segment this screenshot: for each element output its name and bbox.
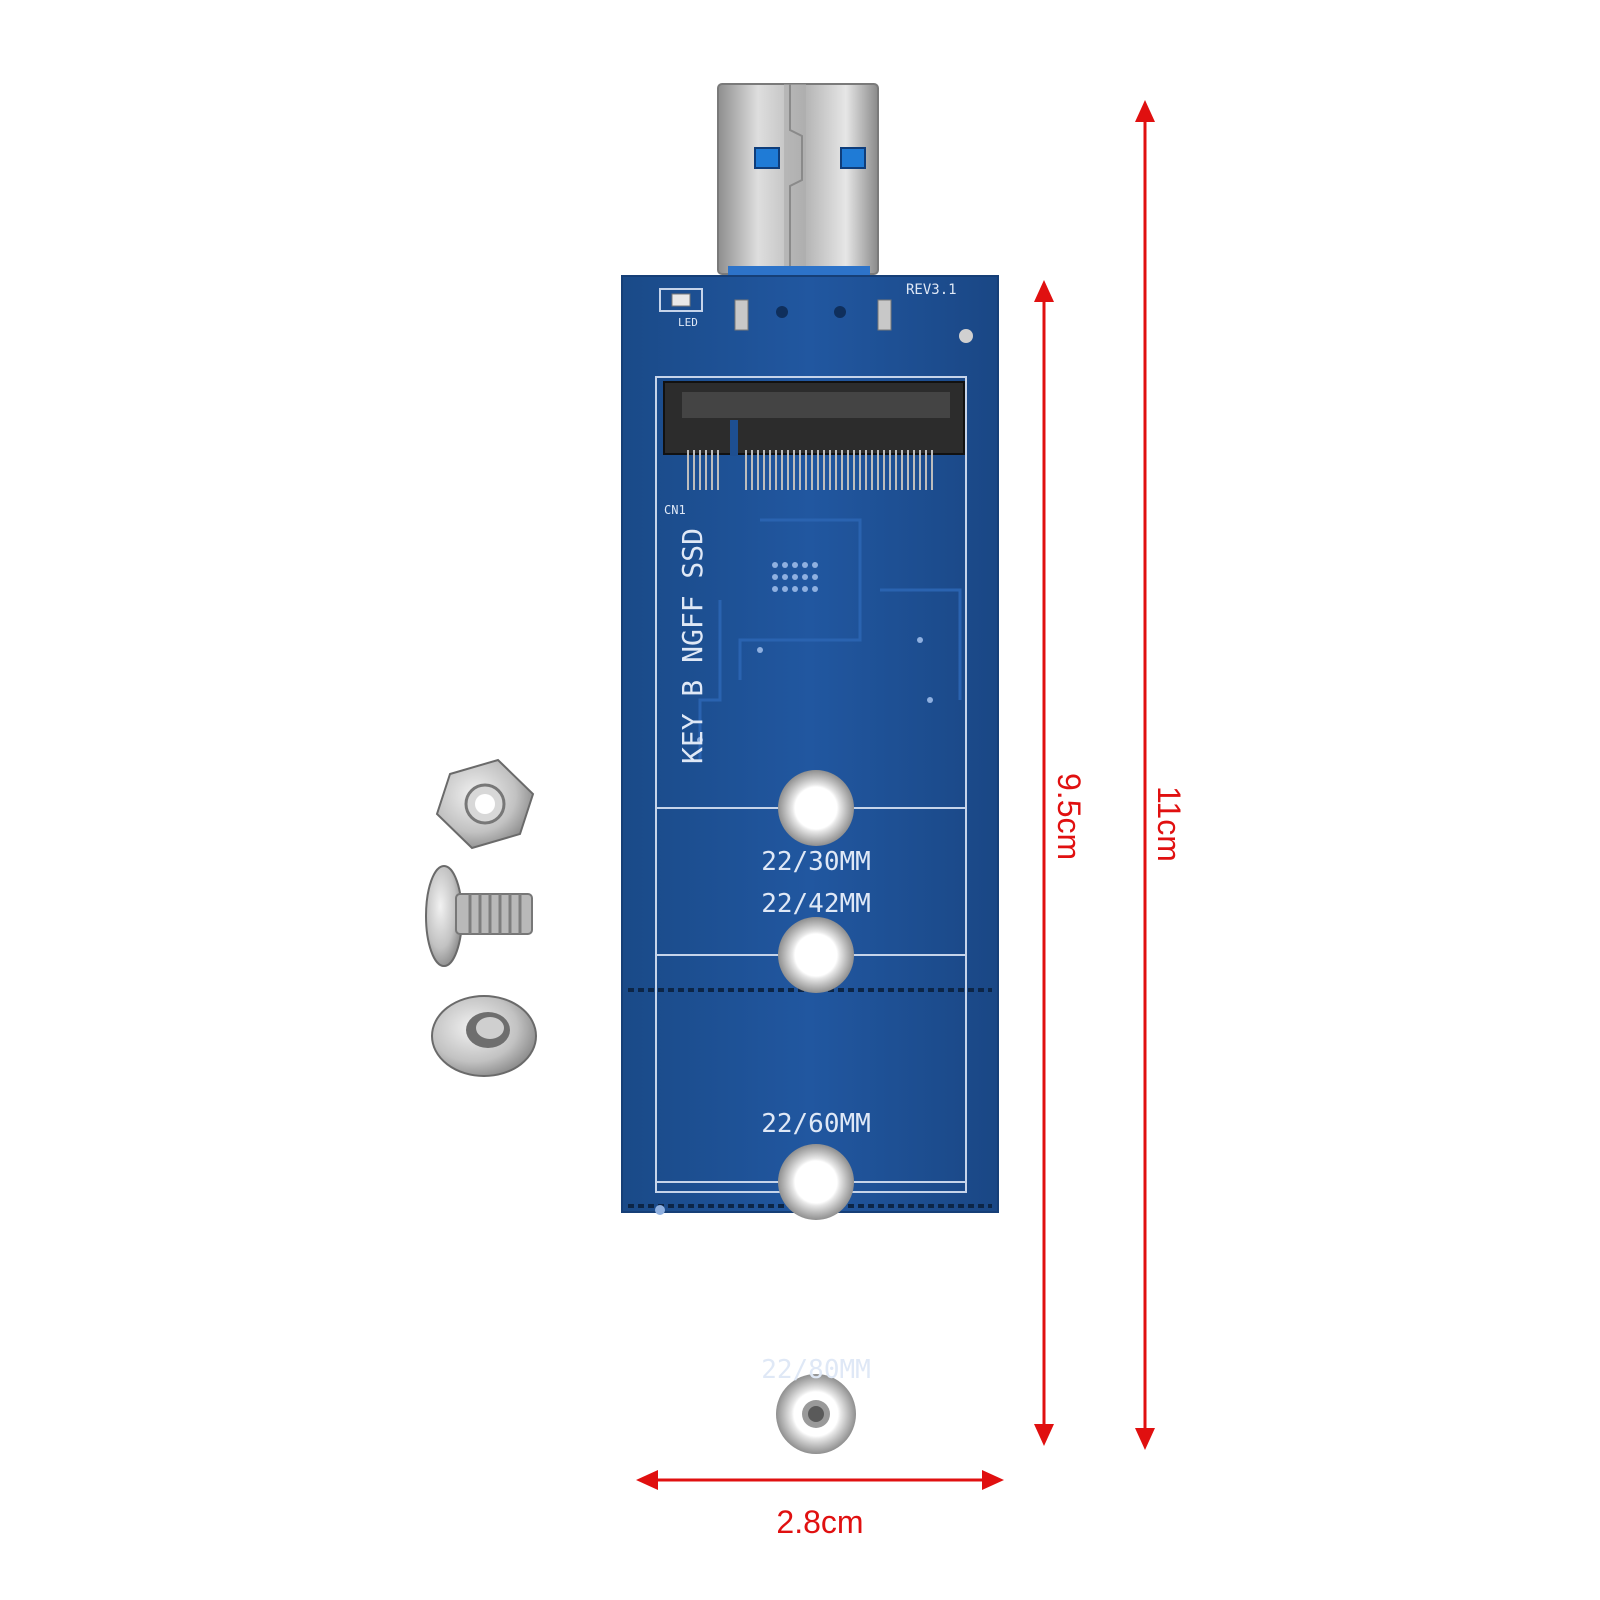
board-width-arrow [636, 1470, 1004, 1490]
mount-hole-42mm [778, 917, 854, 993]
screw [425, 865, 533, 967]
led-label: LED [678, 316, 698, 329]
mount-label-60mm: 22/60MM [761, 1109, 871, 1139]
board-length-label: 9.5cm [1051, 773, 1087, 860]
total-length-arrow [1135, 100, 1155, 1450]
usb-plug [717, 83, 879, 280]
socket-label: CN1 [664, 503, 686, 517]
key-label: KEY B NGFF SSD [676, 528, 709, 764]
mount-hole-30mm [778, 770, 854, 846]
pcb-board [621, 275, 999, 1215]
mount-label-30mm: 22/30MM [761, 847, 871, 877]
m2-socket [663, 381, 965, 490]
total-length-label: 11cm [1151, 786, 1187, 862]
mount-standoff-80mm [776, 1374, 856, 1454]
mount-label-80mm: 22/80MM [761, 1355, 871, 1385]
rev-label: REV3.1 [906, 282, 957, 298]
board-length-arrow [1034, 280, 1054, 1446]
mount-label-42mm: 22/42MM [761, 889, 871, 919]
round-nut [431, 995, 537, 1077]
board-width-label: 2.8cm [776, 1504, 863, 1540]
mount-hole-60mm [778, 1144, 854, 1220]
hex-nut [435, 758, 535, 850]
